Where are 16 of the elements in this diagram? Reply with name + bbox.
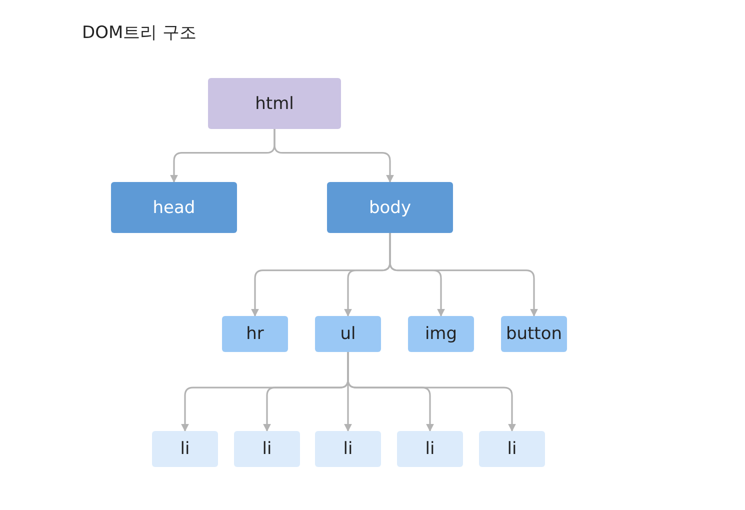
element-box: li: [479, 431, 545, 467]
title: DOM트리 구조: [82, 22, 197, 44]
arrow: [347, 352, 516, 432]
element-box: hr: [222, 316, 288, 352]
element-box: li: [152, 431, 218, 467]
element-box: img: [408, 316, 474, 352]
element-box: li: [234, 431, 300, 467]
arrow: [274, 129, 394, 183]
arrow: [389, 233, 538, 317]
element-box: html: [208, 78, 341, 129]
element-box: button: [501, 316, 567, 352]
element-box: li: [397, 431, 463, 467]
element-box: head: [111, 182, 237, 233]
element-box: body: [327, 182, 453, 233]
element-box: li: [315, 431, 381, 467]
element-box: ul: [315, 316, 381, 352]
